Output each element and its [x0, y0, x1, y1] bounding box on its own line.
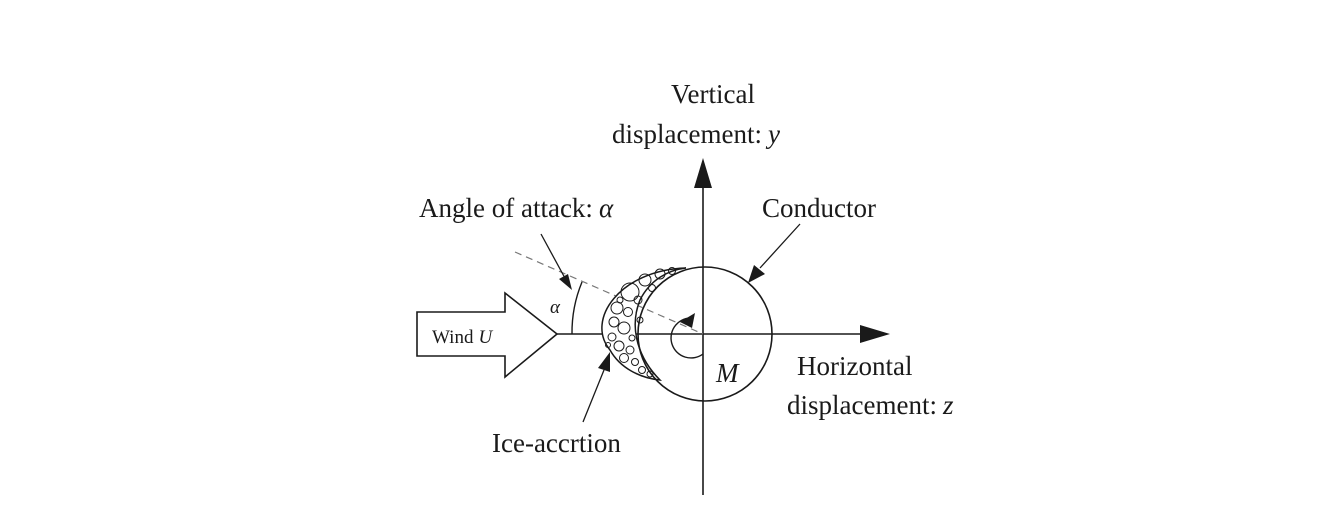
vertical-axis: [694, 158, 712, 495]
conductor-label: Conductor: [762, 193, 876, 223]
angle-leader-line: [540, 233, 567, 281]
ice-leader-line: [582, 369, 605, 423]
moment-label: M: [715, 358, 740, 388]
moment-arc: [670, 313, 704, 359]
horizontal-label-line1: Horizontal: [797, 351, 912, 381]
ice-leader-arrowhead: [598, 352, 610, 372]
angle-of-attack-label: Angle of attack:α: [419, 193, 614, 223]
angle-leader-arrowhead: [559, 274, 572, 290]
vertical-axis-arrowhead: [694, 158, 712, 188]
conductor-leader-line: [759, 223, 801, 269]
ice-accretion-label: Ice-accrtion: [492, 428, 621, 458]
horizontal-label-line2: displacement:z: [787, 390, 954, 420]
wind-arrow: [416, 291, 559, 379]
ice-accretion: [601, 267, 687, 381]
vertical-label-line1: Vertical: [671, 79, 755, 109]
alpha-angle-label: α: [550, 297, 561, 318]
angle-of-attack-dashed-line: [514, 251, 704, 335]
angle-arc: [571, 281, 583, 335]
moment-arrowhead: [680, 313, 695, 328]
horizontal-axis-arrowhead: [860, 325, 890, 343]
conductor-circle: [637, 266, 773, 402]
vertical-label-line2: displacement:y: [612, 119, 780, 149]
conductor-leader-arrowhead: [748, 265, 765, 283]
